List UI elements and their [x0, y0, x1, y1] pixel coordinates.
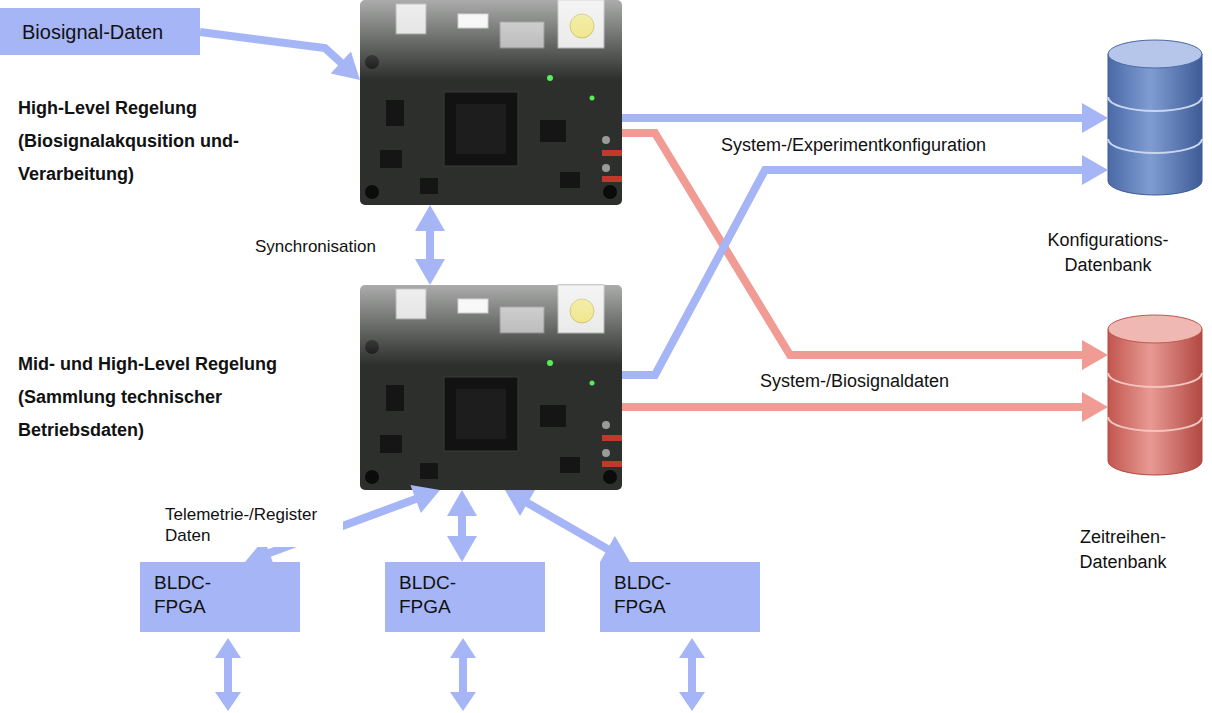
pcb-board [360, 0, 622, 205]
io-arrow-head [450, 638, 476, 658]
edge-label: System-/Biosignaldaten [757, 370, 952, 393]
database-top [1108, 315, 1202, 343]
arrow-head [600, 536, 630, 562]
io-arrow-head [679, 638, 705, 658]
connector [622, 155, 1108, 375]
pcb-board [360, 285, 622, 490]
io-arrow-head [450, 692, 476, 711]
connector-line [426, 228, 434, 262]
io-arrow-shaft [459, 655, 467, 695]
node-label: BLDC- FPGA [399, 571, 469, 619]
arrow-head [415, 205, 445, 231]
controller-board: Mid- und High-Level Regelung (Sammlung t… [360, 285, 622, 490]
edge-label: Synchronisation [252, 236, 379, 257]
database: Konfigurations- Datenbank [1108, 40, 1202, 195]
node-label: BLDC- FPGA [614, 571, 684, 619]
connector [447, 490, 477, 562]
arrow-head [1082, 392, 1108, 422]
arrow-head [505, 490, 535, 516]
connector-line [458, 513, 466, 539]
database-ring [1108, 139, 1202, 153]
connector-line [622, 114, 1085, 122]
arrow-head [1082, 155, 1108, 185]
connector [200, 32, 360, 80]
controller-board: High-Level Regelung (Biosignalakqusition… [360, 0, 622, 205]
database-ring [1108, 373, 1202, 387]
io-arrow-head [679, 692, 705, 711]
arrow-head [447, 536, 477, 562]
connector [415, 205, 445, 285]
database-top [1108, 40, 1202, 68]
node-label: Mid- und High-Level Regelung (Sammlung t… [18, 348, 318, 447]
node-label: Konfigurations- Datenbank [1033, 228, 1183, 278]
database: Zeitreihen- Datenbank [1108, 315, 1202, 475]
node-label: Biosignal-Daten [22, 20, 163, 44]
connector [505, 490, 630, 562]
arrow-head [415, 259, 445, 285]
fpga-box: BLDC- FPGA [385, 562, 545, 632]
database-body [1108, 54, 1202, 195]
arrow-head [331, 51, 360, 80]
fpga-box: BLDC- FPGA [600, 562, 760, 632]
connector-line [622, 403, 1085, 411]
arrow-head [1082, 340, 1108, 370]
io-arrow-shaft [688, 655, 696, 695]
connector-line [622, 170, 1085, 375]
database-body [1108, 329, 1202, 475]
connector [622, 103, 1108, 133]
io-arrow-shaft [224, 655, 232, 695]
database-ring [1108, 417, 1202, 431]
edge-label: Telemetrie-/Register Daten [162, 504, 343, 547]
node-label: High-Level Regelung (Biosignalakqusition… [18, 92, 318, 191]
arrow-head [447, 490, 477, 516]
connector-line [525, 501, 610, 550]
fpga-box: BLDC- FPGA [140, 562, 300, 632]
node-label: BLDC- FPGA [154, 571, 224, 619]
node-label: Zeitreihen- Datenbank [1048, 525, 1198, 575]
connector-line [200, 32, 343, 64]
arrow-head [410, 485, 440, 513]
io-arrow-head [215, 638, 241, 658]
input-box: Biosignal-Daten [0, 8, 200, 55]
database-ring [1108, 97, 1202, 111]
io-arrow-head [215, 692, 241, 711]
arrow-head [1082, 103, 1108, 133]
edge-label: System-/Experimentkonfiguration [718, 134, 989, 157]
connector [622, 392, 1108, 422]
